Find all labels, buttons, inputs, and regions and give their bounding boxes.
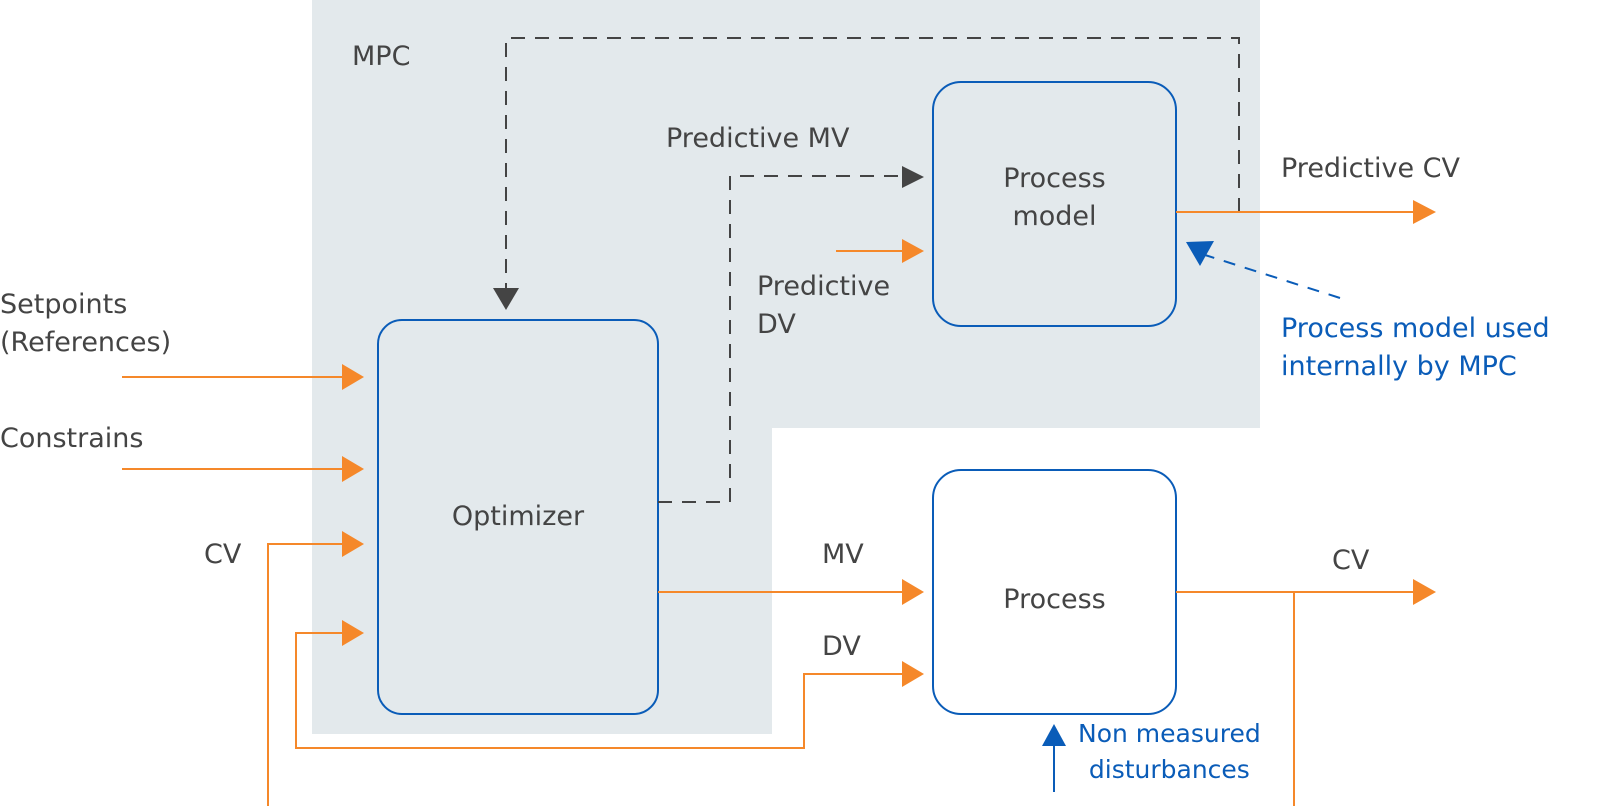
dv-label: DV (822, 631, 861, 662)
optimizer-label: Optimizer (451, 501, 585, 532)
process-model-note-line2: internally by MPC (1281, 351, 1517, 382)
process-label: Process (1003, 584, 1106, 615)
arrow-head-cv-feedback (342, 531, 364, 557)
process-model-label-line2: model (1012, 201, 1097, 232)
mpc-region (312, 0, 1260, 734)
mv-label: MV (822, 539, 864, 570)
dashed-predictive-mv-line (658, 175, 904, 503)
setpoints-label-line1: Setpoints (0, 289, 128, 320)
predictive-cv-label: Predictive CV (1281, 153, 1460, 184)
predictive-mv-label: Predictive MV (666, 123, 850, 154)
arrow-head-dv-optimizer (342, 620, 364, 646)
arrow-head-constrains (342, 456, 364, 482)
process-model-box[interactable] (932, 81, 1177, 327)
arrow-head-setpoints (342, 364, 364, 390)
arrow-head-predictive-cv (1413, 200, 1436, 224)
arrow-head-disturbance (1042, 724, 1066, 746)
optimizer-box[interactable] (377, 319, 659, 715)
arrow-head-mv (902, 579, 924, 605)
process-model-note-line1: Process model used (1281, 313, 1550, 344)
arrow-head-note-pointer (1186, 241, 1214, 266)
arrow-head-dv-process (902, 661, 924, 687)
cv-feedback-line (267, 543, 1295, 806)
cv-output-label: CV (1332, 545, 1370, 576)
cv-feedback-label: CV (204, 539, 242, 570)
arrow-head-predictive-dv (902, 239, 924, 263)
predictive-dv-label-line2: DV (757, 309, 796, 340)
dv-loop-line (295, 632, 904, 749)
process-model-label-line1: Process (1003, 163, 1106, 194)
constrains-label: Constrains (0, 423, 144, 454)
arrow-head-optimizer-top (493, 288, 519, 310)
disturbance-note-line2: disturbances (1088, 755, 1250, 784)
setpoints-label-line2: (References) (0, 327, 172, 358)
predictive-dv-label-line1: Predictive (757, 271, 891, 302)
note-pointer-line (1204, 254, 1341, 299)
mpc-label: MPC (352, 41, 411, 72)
dashed-model-feedback-line (505, 37, 1240, 292)
arrow-head-cv-output (1413, 579, 1436, 605)
arrow-head-predictive-mv (902, 166, 924, 188)
disturbance-note-line1: Non measured (1078, 719, 1261, 748)
